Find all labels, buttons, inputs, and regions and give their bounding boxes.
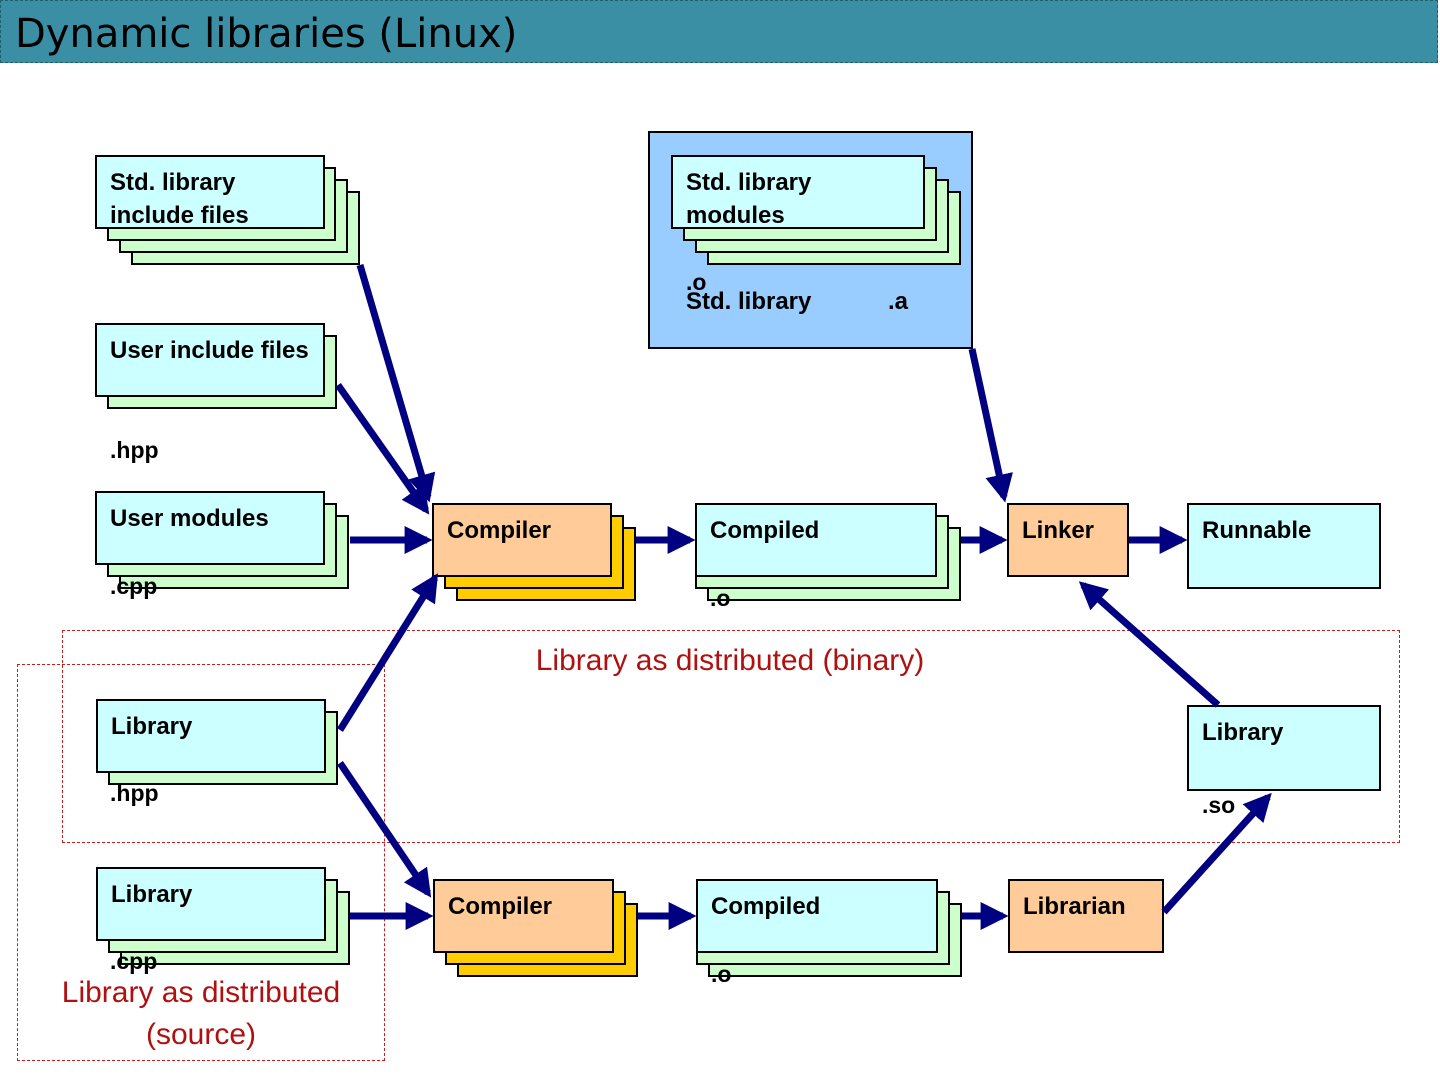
library-hpp-ext: .hpp [110,780,159,806]
arrow-librarian-to-library-so [1161,792,1272,915]
compiled-top-box: Compiled [695,503,937,577]
std-library-ext: .a [888,288,909,315]
library-cpp-ext: .cpp [110,948,158,974]
region-binary-label: Library as distributed (binary) [535,644,925,677]
arrow-std-library-to-linker [968,348,1013,503]
compiler-top-box: Compiler [432,503,612,577]
librarian-box: Librarian [1008,879,1164,953]
compiled-bottom-label: Compiled [711,893,821,920]
std-include-files-label: Std. library include files [110,169,249,229]
std-library-label: Std. library [686,288,812,315]
arrow-library-so-to-linker [1078,581,1221,708]
user-modules-label: User modules [110,505,269,532]
user-include-files-box: User include files [95,323,325,397]
library-hpp-box: Library [96,699,326,773]
user-modules-ext: .cpp [110,573,158,599]
region-source [17,664,385,1061]
user-include-ext: .hpp [110,437,159,463]
std-modules-label: Std. library modules [686,169,812,229]
compiler-bottom-label: Compiler [448,893,553,920]
librarian-label: Librarian [1023,893,1126,920]
user-modules-box: User modules [95,491,325,565]
arrow-library-hpp-to-compiler-top [337,573,438,732]
library-so-box: Library [1187,705,1381,791]
page-title: Dynamic libraries (Linux) [15,11,518,57]
library-cpp-box: Library [96,867,326,941]
linker-label: Linker [1022,517,1095,544]
library-so-ext: .so [1202,792,1236,818]
arrow-std-include-to-compiler [356,264,436,503]
std-modules-box: Std. library modules [671,155,925,229]
std-include-files-box: Std. library include files [95,155,325,229]
region-binary [62,630,1400,843]
title-bar: Dynamic libraries (Linux) [0,0,1438,63]
compiler-bottom-box: Compiler [433,879,614,953]
compiled-bottom-ext: .o [711,961,732,987]
user-include-files-label: User include files [110,337,309,364]
library-hpp-label: Library [111,713,193,740]
library-cpp-label: Library [111,881,193,908]
compiled-top-label: Compiled [710,517,820,544]
std-modules-ext: .o [686,269,707,295]
linker-box: Linker [1007,503,1129,577]
runnable-box: Runnable [1187,503,1381,589]
region-source-label: Library as distributed (source) [61,976,341,1051]
compiled-bottom-box: Compiled [696,879,938,953]
compiled-top-ext: .o [710,585,731,611]
runnable-label: Runnable [1202,517,1312,544]
arrow-user-include-to-compiler [335,382,430,515]
library-so-label: Library [1202,719,1284,746]
compiler-top-label: Compiler [447,517,552,544]
arrow-library-hpp-to-compiler-bottom [337,761,432,898]
